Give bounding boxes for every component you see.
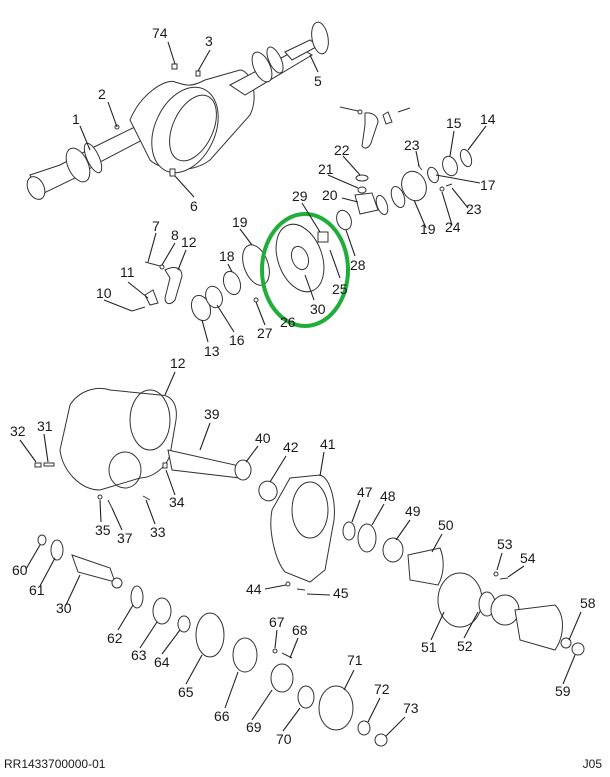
callout-62: 62 bbox=[107, 630, 123, 646]
callout-28: 28 bbox=[350, 257, 366, 273]
callout-44: 44 bbox=[246, 581, 262, 597]
callout-48: 48 bbox=[380, 488, 396, 504]
callout-40: 40 bbox=[255, 430, 271, 446]
callout-52: 52 bbox=[457, 638, 473, 654]
callout-19: 19 bbox=[420, 221, 436, 237]
callout-41: 41 bbox=[320, 436, 336, 452]
callout-labels: 74 3 5 2 1 6 22 21 20 23 15 14 17 23 24 … bbox=[10, 25, 596, 747]
callout-34: 34 bbox=[169, 494, 185, 510]
callout-74: 74 bbox=[152, 25, 168, 41]
callout-51: 51 bbox=[421, 639, 437, 655]
pinion-parts bbox=[37, 534, 388, 747]
callout-25: 25 bbox=[332, 281, 348, 297]
callout-71: 71 bbox=[347, 652, 363, 668]
callout-27: 27 bbox=[257, 325, 273, 341]
callout-6: 6 bbox=[190, 198, 198, 214]
callout-33: 33 bbox=[150, 524, 166, 540]
callout-69: 69 bbox=[246, 719, 262, 735]
sheet-code: J05 bbox=[582, 757, 602, 771]
callout-53: 53 bbox=[497, 536, 513, 552]
callout-68: 68 bbox=[292, 622, 308, 638]
callout-7: 7 bbox=[152, 218, 160, 234]
callout-19-left: 19 bbox=[232, 214, 248, 230]
callout-2: 2 bbox=[98, 86, 106, 102]
input-cage-housing bbox=[270, 474, 509, 591]
callout-18: 18 bbox=[219, 248, 235, 264]
callout-70: 70 bbox=[276, 731, 292, 747]
leader-lines bbox=[19, 41, 582, 737]
callout-15: 15 bbox=[446, 115, 462, 131]
callout-17: 17 bbox=[480, 177, 496, 193]
callout-39: 39 bbox=[204, 406, 220, 422]
callout-45: 45 bbox=[333, 585, 349, 601]
callout-30: 30 bbox=[310, 301, 326, 317]
callout-58: 58 bbox=[580, 595, 596, 611]
callout-54: 54 bbox=[520, 550, 536, 566]
callout-23: 23 bbox=[404, 137, 420, 153]
callout-47: 47 bbox=[357, 484, 373, 500]
callout-23-lower: 23 bbox=[466, 201, 482, 217]
drawing-number: RR1433700000-01 bbox=[4, 757, 106, 771]
callout-21: 21 bbox=[318, 161, 334, 177]
bearing-cap-parts bbox=[131, 244, 270, 322]
differential-parts bbox=[317, 106, 473, 243]
callout-35: 35 bbox=[95, 522, 111, 538]
callout-29: 29 bbox=[292, 188, 308, 204]
callout-16: 16 bbox=[229, 332, 245, 348]
callout-3: 3 bbox=[205, 33, 213, 49]
callout-73: 73 bbox=[403, 700, 419, 716]
callout-67: 67 bbox=[269, 614, 285, 630]
ring-gear bbox=[275, 223, 325, 293]
callout-50: 50 bbox=[438, 517, 454, 533]
callout-64: 64 bbox=[154, 654, 170, 670]
callout-42: 42 bbox=[283, 439, 299, 455]
callout-60: 60 bbox=[12, 562, 28, 578]
callout-72: 72 bbox=[374, 681, 390, 697]
callout-20: 20 bbox=[322, 187, 338, 203]
callout-10: 10 bbox=[96, 285, 112, 301]
callout-30-lower: 30 bbox=[56, 600, 72, 616]
callout-14: 14 bbox=[480, 111, 496, 127]
highlight-circle bbox=[260, 212, 350, 328]
output-yoke-parts bbox=[437, 572, 585, 656]
callout-63: 63 bbox=[131, 647, 147, 663]
callout-37: 37 bbox=[117, 530, 133, 546]
callout-1: 1 bbox=[72, 111, 80, 127]
callout-59: 59 bbox=[555, 683, 571, 699]
callout-32: 32 bbox=[10, 423, 26, 439]
callout-5: 5 bbox=[314, 73, 322, 89]
carrier-housing bbox=[34, 387, 278, 509]
axle-housing bbox=[26, 21, 329, 200]
callout-61: 61 bbox=[29, 582, 45, 598]
callout-8: 8 bbox=[171, 227, 179, 243]
callout-49: 49 bbox=[405, 503, 421, 519]
callout-24: 24 bbox=[445, 219, 461, 235]
callout-11: 11 bbox=[120, 264, 135, 280]
callout-26: 26 bbox=[280, 314, 296, 330]
callout-12: 12 bbox=[181, 234, 197, 250]
callout-13: 13 bbox=[204, 343, 220, 359]
callout-66: 66 bbox=[214, 708, 230, 724]
callout-12-lower: 12 bbox=[170, 355, 186, 371]
callout-65: 65 bbox=[178, 684, 194, 700]
callout-31: 31 bbox=[37, 418, 53, 434]
callout-22: 22 bbox=[334, 142, 350, 158]
